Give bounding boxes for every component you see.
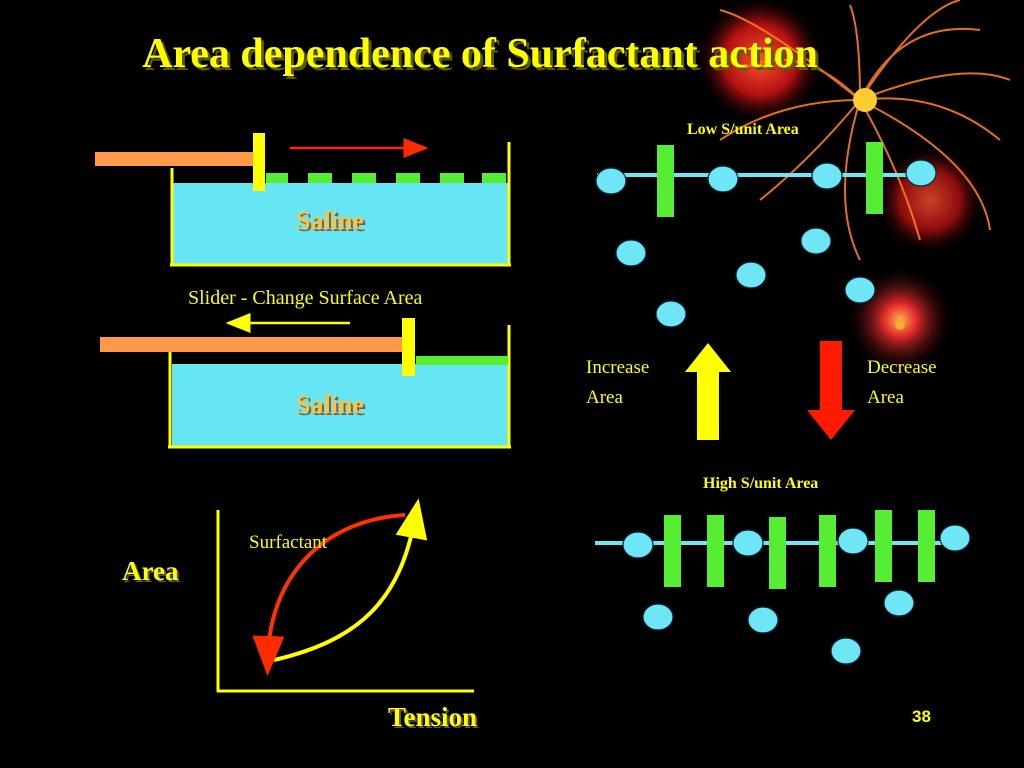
water-molecule bbox=[830, 637, 862, 665]
slider-caption: Slider - Change Surface Area bbox=[188, 287, 423, 309]
compression-curve bbox=[252, 513, 406, 676]
water-molecule bbox=[655, 300, 687, 328]
surfactant-curve-label: Surfactant bbox=[249, 532, 328, 553]
water-molecule bbox=[844, 276, 876, 304]
surfactant-molecule bbox=[918, 510, 935, 582]
high-density-monolayer bbox=[595, 510, 971, 665]
surfactant-molecule bbox=[707, 515, 724, 587]
surfactant-molecule bbox=[657, 145, 674, 217]
water-molecule bbox=[615, 239, 647, 267]
low-density-label: Low S/unit Area bbox=[687, 121, 799, 138]
surfactant-molecule bbox=[819, 515, 836, 587]
water-molecule bbox=[707, 165, 739, 193]
surfactant-molecule bbox=[664, 515, 681, 587]
surfactant-molecule bbox=[866, 142, 883, 214]
y-axis-label: Area bbox=[122, 556, 179, 586]
water-molecule bbox=[595, 167, 627, 195]
water-molecule bbox=[800, 227, 832, 255]
decrease-area-arrow bbox=[807, 341, 855, 440]
water-molecule bbox=[642, 603, 674, 631]
slider-bar bbox=[100, 337, 404, 352]
water-molecule bbox=[747, 606, 779, 634]
slider-barrier bbox=[402, 318, 415, 376]
water-molecule bbox=[905, 159, 937, 187]
slider-barrier bbox=[253, 133, 265, 191]
saline-label-top: Saline bbox=[296, 206, 364, 235]
decrease-area-label: Decrease Area bbox=[867, 357, 937, 408]
water-molecule bbox=[939, 524, 971, 552]
water-molecule bbox=[811, 162, 843, 190]
water-molecule bbox=[883, 589, 915, 617]
low-density-monolayer bbox=[595, 142, 937, 328]
surfactant-film bbox=[266, 173, 506, 183]
increase-area-arrow bbox=[685, 343, 731, 440]
water-molecule bbox=[732, 529, 764, 557]
high-density-label: High S/unit Area bbox=[703, 475, 819, 492]
saline-fluid bbox=[172, 364, 508, 446]
water-molecule bbox=[837, 527, 869, 555]
bottom-trough bbox=[100, 313, 511, 449]
saline-label-bottom: Saline bbox=[296, 390, 364, 419]
increase-area-label: Increase Area bbox=[586, 357, 650, 408]
surfactant-film bbox=[416, 356, 508, 365]
page-number: 38 bbox=[912, 707, 931, 726]
area-tension-graph bbox=[216, 498, 474, 693]
water-molecule bbox=[622, 531, 654, 559]
slider-bar bbox=[95, 152, 255, 166]
saline-fluid bbox=[172, 183, 508, 264]
expansion-curve bbox=[273, 498, 428, 662]
water-molecule bbox=[735, 261, 767, 289]
surfactant-molecule bbox=[769, 517, 786, 589]
slide-title: Area dependence of Surfactant action bbox=[142, 31, 818, 77]
x-axis-label: Tension bbox=[388, 702, 478, 732]
surfactant-molecule bbox=[875, 510, 892, 582]
top-trough bbox=[95, 133, 511, 267]
